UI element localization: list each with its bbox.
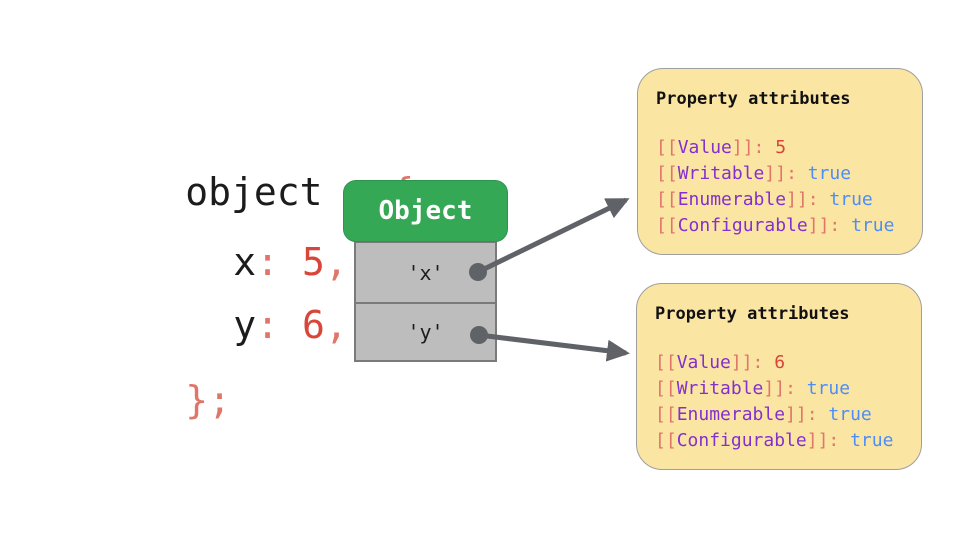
attr-row-enumerable: [[Enumerable]]: true	[656, 187, 904, 213]
code-colon: :	[256, 240, 302, 284]
card-title: Property attributes	[656, 89, 851, 109]
bracket-close: ]]:	[785, 404, 829, 425]
attr-row-value: [[Value]]: 5	[656, 135, 904, 161]
bracket-close: ]]:	[806, 430, 851, 451]
code-key-x: x	[233, 240, 257, 284]
attr-value: true	[851, 215, 895, 236]
bracket-open: [[	[655, 352, 677, 373]
bracket-open: [[	[656, 189, 678, 210]
attr-value: 5	[775, 137, 787, 158]
attr-row-configurable: [[Configurable]]: true	[655, 428, 903, 454]
object-header-box: Object	[343, 180, 508, 242]
attr-name: Writable	[676, 378, 764, 399]
attr-row-writable: [[Writable]]: true	[655, 376, 903, 402]
attr-name: Configurable	[676, 430, 807, 451]
bracket-close: ]]:	[731, 137, 776, 158]
attr-row-writable: [[Writable]]: true	[656, 161, 904, 187]
attr-value: true	[850, 430, 894, 451]
attr-value: 6	[774, 352, 786, 373]
attr-name: Value	[676, 352, 731, 373]
card-title: Property attributes	[655, 304, 850, 324]
object-slot-x: 'x'	[354, 241, 497, 304]
object-slots: 'x' 'y'	[354, 241, 497, 362]
attr-row-enumerable: [[Enumerable]]: true	[655, 402, 903, 428]
attr-name: Enumerable	[676, 404, 786, 425]
attr-name: Value	[677, 137, 732, 158]
property-attributes-card-y: Property attributes [[Value]]: 6 [[Writa…	[636, 283, 922, 470]
code-colon: :	[256, 303, 302, 347]
attr-name: Enumerable	[677, 189, 787, 210]
attr-row-value: [[Value]]: 6	[655, 350, 903, 376]
attr-row-configurable: [[Configurable]]: true	[656, 213, 904, 239]
code-identifier: object	[185, 170, 323, 214]
object-slot-x-label: 'x'	[407, 260, 444, 285]
bracket-open: [[	[655, 378, 677, 399]
attr-value: true	[806, 378, 851, 399]
attr-value: true	[807, 163, 852, 184]
bracket-open: [[	[656, 163, 678, 184]
property-attributes-card-x: Property attributes [[Value]]: 5 [[Writa…	[637, 68, 923, 255]
attr-value: true	[829, 189, 873, 210]
bracket-open: [[	[656, 215, 678, 236]
bracket-close: ]]:	[763, 378, 807, 399]
bracket-close: ]]:	[764, 163, 808, 184]
code-line-y: y: 6,	[96, 268, 348, 382]
bracket-open: [[	[656, 137, 678, 158]
code-value-6: 6	[301, 303, 325, 347]
bracket-close: ]]:	[807, 215, 852, 236]
code-comma: ,	[324, 240, 348, 284]
code-line-x: x: 5,	[96, 205, 348, 319]
bracket-open: [[	[655, 404, 677, 425]
attr-name: Writable	[677, 163, 765, 184]
code-comma: ,	[324, 303, 348, 347]
bracket-close: ]]:	[730, 352, 775, 373]
object-slot-y-label: 'y'	[407, 320, 444, 344]
code-key-y: y	[233, 303, 257, 347]
code-line-close: };	[48, 343, 231, 457]
code-value-5: 5	[301, 240, 325, 284]
bracket-close: ]]:	[786, 189, 830, 210]
code-punctuation: };	[185, 378, 232, 422]
object-slot-y: 'y'	[354, 302, 497, 362]
object-header-label: Object	[378, 196, 473, 226]
attr-value: true	[828, 404, 872, 425]
bracket-open: [[	[655, 430, 677, 451]
attr-name: Configurable	[677, 215, 808, 236]
